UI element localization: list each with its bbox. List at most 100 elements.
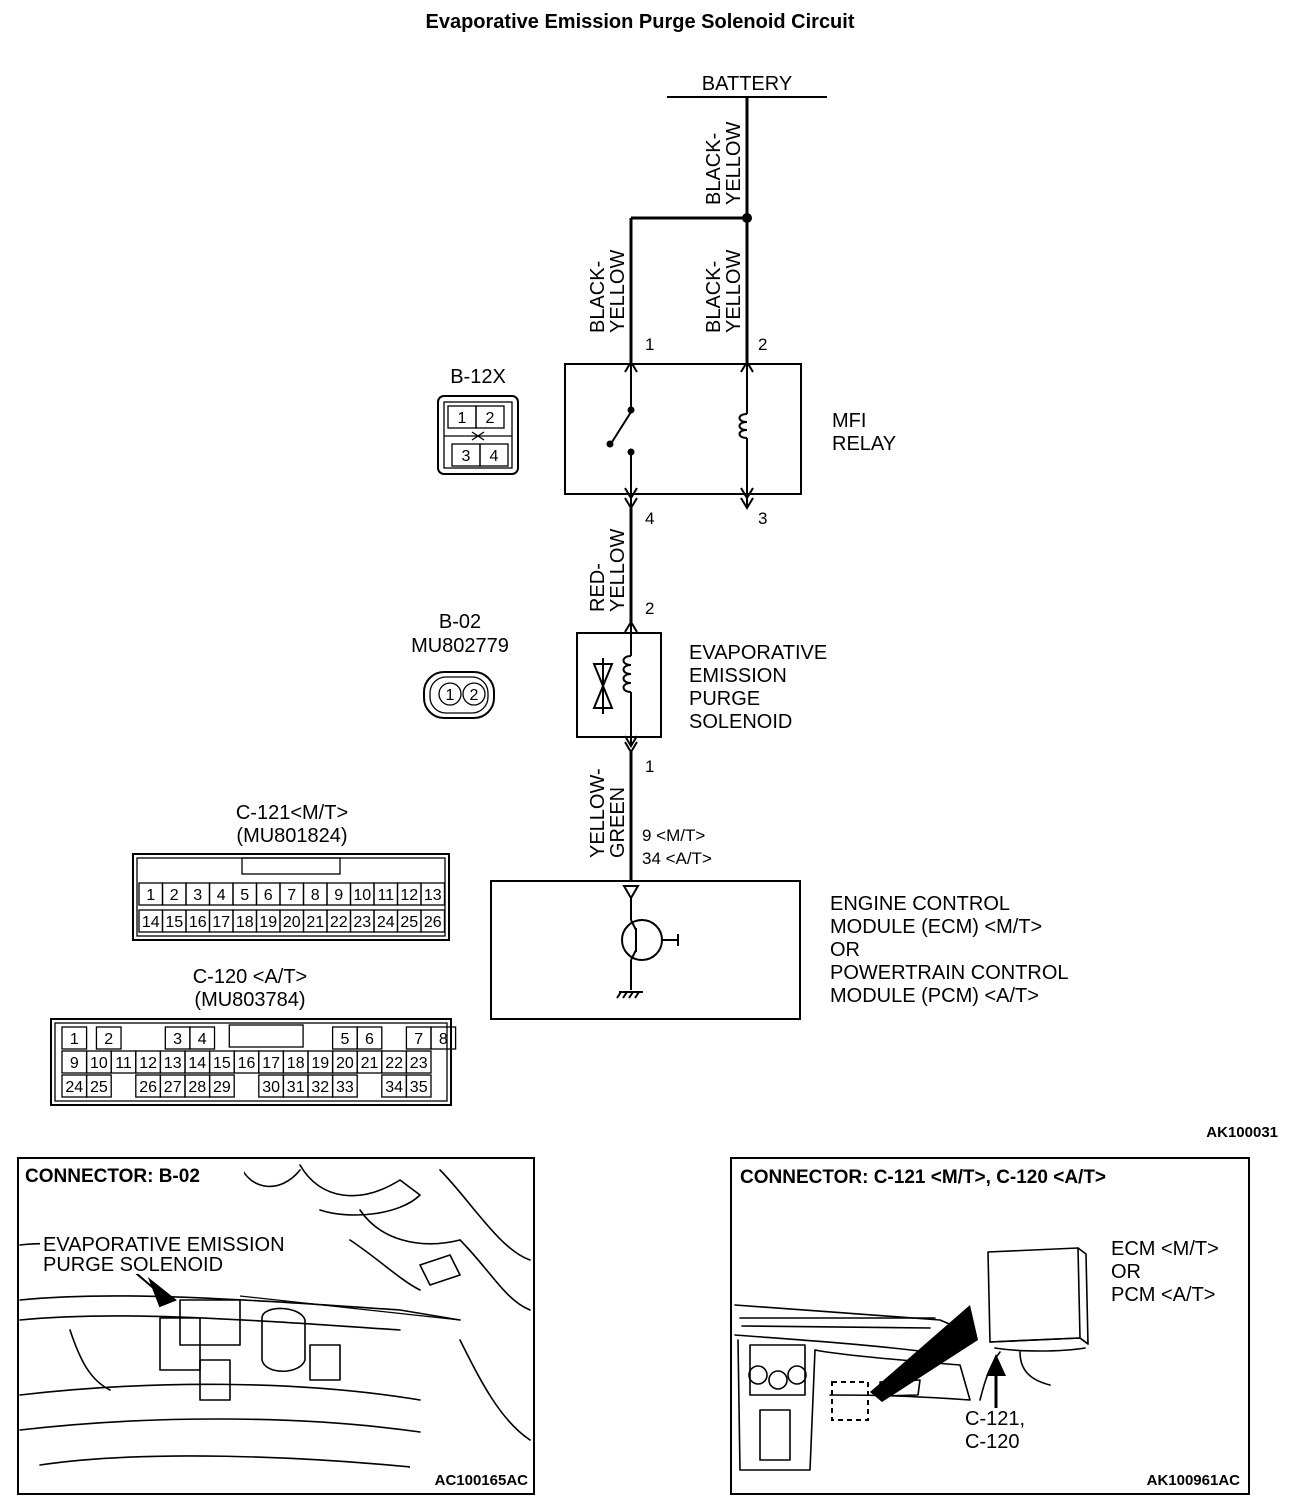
svg-text:BLACK-: BLACK-: [703, 261, 725, 333]
solenoid-arrow-bottom-a: [624, 735, 638, 748]
ecm-label-1: ENGINE CONTROL: [830, 893, 1010, 915]
solenoid-pin-2: 2: [645, 599, 654, 618]
c120-inner: [54, 1022, 448, 1102]
b12x-pin-1: 1: [458, 410, 467, 427]
b02-pin-ring-2: [462, 682, 486, 706]
c120-connector: [50, 1018, 452, 1106]
c120-pin-3: 3: [173, 1031, 182, 1048]
arrow-label-1: C-121,: [965, 1408, 1025, 1430]
ecm-location-box: [831, 1381, 869, 1421]
c121-pin-21: 21: [306, 914, 324, 931]
wire-label-solenoid-out: YELLOW- GREEN: [587, 768, 629, 858]
c120-pin-27: 27: [164, 1079, 182, 1096]
c120-pin-33: 33: [336, 1079, 354, 1096]
c121-pin-4: 4: [217, 887, 226, 904]
c121-pin-19: 19: [259, 914, 277, 931]
c120-pin-11: 11: [115, 1055, 132, 1072]
c120-pin-8-box: [430, 1026, 457, 1050]
terminal-arrow-3a: [740, 487, 754, 500]
svg-text:YELLOW: YELLOW: [607, 529, 629, 612]
c120-pin-20: 20: [336, 1055, 354, 1072]
relay-pin-1: 1: [645, 335, 654, 354]
b02-label: B-02: [439, 611, 481, 633]
c121-pin-13-box: [420, 882, 446, 906]
c121-pin-6: 6: [264, 887, 273, 904]
c120-pin-23: 23: [410, 1055, 428, 1072]
relay-pin-3: 3: [758, 509, 767, 528]
terminal-arrow-3b: [740, 497, 754, 510]
c120-pin-26: 26: [139, 1079, 157, 1096]
c121-pin-2: 2: [170, 887, 179, 904]
c121-pin-23: 23: [353, 914, 371, 931]
c121-pin-11: 11: [377, 887, 394, 904]
c120-label: C-120 <A/T>: [193, 966, 308, 988]
solenoid-label-2: EMISSION: [689, 665, 787, 687]
b12x-x-b: [471, 431, 485, 441]
panel-connector-c121-c120: [730, 1157, 1250, 1495]
c120-pin-29-box: [208, 1074, 235, 1098]
figure-code-top: AK100031: [1206, 1124, 1278, 1141]
c121-pin-26-box: [420, 909, 446, 933]
c120-pin-21: 21: [361, 1055, 379, 1072]
b02-pin-1: 1: [446, 687, 455, 704]
b02-pin-ring-1: [438, 682, 462, 706]
c121-pin-17: 17: [212, 914, 230, 931]
svg-text:YELLOW-: YELLOW-: [587, 768, 609, 858]
mfi-relay-label-1: MFI: [832, 410, 866, 432]
c120-pin-9: 9: [70, 1055, 79, 1072]
c120-pin-33-box: [331, 1074, 358, 1098]
c121-pin-1: 1: [146, 887, 155, 904]
ecm-box: [490, 880, 801, 1020]
callout-arrow-b02: [147, 1276, 177, 1308]
solenoid-label-1: EVAPORATIVE: [689, 642, 827, 664]
ground-icon: [616, 991, 643, 999]
harness-line: [239, 1295, 461, 1321]
c121-pin-3: 3: [193, 887, 202, 904]
c120-pin-4: 4: [198, 1031, 207, 1048]
c120-pin-14: 14: [188, 1055, 206, 1072]
c120-pin-1-box: [61, 1026, 88, 1050]
c120-pin-30: 30: [262, 1079, 280, 1096]
c121-pin-13: 13: [424, 887, 442, 904]
c120-pin-19: 19: [311, 1055, 329, 1072]
c120-pin-6: 6: [365, 1031, 374, 1048]
relay-contact-pivot: [606, 440, 614, 448]
c121-pin-9: 9: [334, 887, 343, 904]
callout-label-1: EVAPORATIVE EMISSION: [43, 1234, 285, 1256]
c120-pin-34: 34: [385, 1079, 403, 1096]
terminal-arrow-4a: [624, 487, 638, 500]
c120-pin-4-box: [189, 1026, 216, 1050]
ecm-label-2: MODULE (ECM) <M/T>: [830, 916, 1042, 938]
solenoid-pin-1: 1: [645, 757, 654, 776]
panel-right-header: CONNECTOR: C-121 <M/T>, C-120 <A/T>: [740, 1167, 1106, 1188]
module-label-1: ECM <M/T>: [1111, 1238, 1219, 1260]
b02-part: MU802779: [411, 635, 509, 657]
callout-arrow-c121: [986, 1354, 1006, 1376]
ecm-label-4: POWERTRAIN CONTROL: [830, 962, 1069, 984]
relay-switch-blade: [611, 411, 632, 443]
panel-left-header-bg: [22, 1162, 244, 1188]
svg-text:RED-: RED-: [587, 563, 609, 612]
c121-pin-18: 18: [236, 914, 254, 931]
c121-pin-25: 25: [400, 914, 418, 931]
c121-pin-16: 16: [189, 914, 207, 931]
transistor-icon: [621, 919, 679, 961]
c120-pin-28: 28: [188, 1079, 206, 1096]
c120-pin-2-box: [95, 1026, 122, 1050]
c120-pin-13: 13: [164, 1055, 182, 1072]
callout-label-2: PURGE SOLENOID: [43, 1254, 223, 1276]
relay-pin-4: 4: [645, 509, 654, 528]
panel-left-header: CONNECTOR: B-02: [25, 1166, 200, 1187]
relay-coil-icon: [738, 413, 748, 439]
svg-text:YELLOW: YELLOW: [607, 250, 629, 333]
c120-part: (MU803784): [194, 989, 305, 1011]
c120-pin-32: 32: [311, 1079, 329, 1096]
c120-pin-7: 7: [414, 1031, 423, 1048]
wire-label-relay-pin2: BLACK- YELLOW: [703, 250, 745, 333]
b12x-pin-4: 4: [490, 448, 499, 465]
c121-pin-14: 14: [142, 914, 160, 931]
c120-pin-17: 17: [262, 1055, 280, 1072]
panel-left-code: AC100165AC: [435, 1472, 529, 1489]
